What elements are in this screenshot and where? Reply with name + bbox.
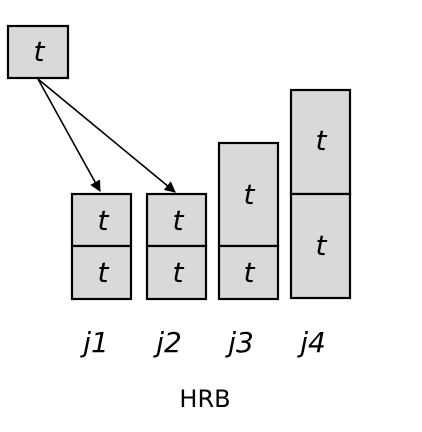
j4-task-bottom (289, 192, 352, 300)
column-j4: t t (289, 88, 352, 300)
arrow-to-j1 (37, 78, 101, 192)
j4-task-top (289, 88, 352, 196)
j1-task-bottom (70, 244, 133, 301)
j4-task-top-label: t (316, 124, 328, 157)
incoming-task-label: t (34, 35, 46, 68)
j2-task-top (145, 192, 208, 248)
column-label-j3: j3 (224, 326, 254, 359)
j1-task-bottom-label: t (98, 256, 110, 289)
column-j1: t t (70, 192, 133, 301)
j3-task-bottom (217, 244, 280, 301)
j1-task-top-label: t (98, 204, 110, 237)
column-j3: t t (217, 141, 280, 301)
j2-task-top-label: t (173, 204, 185, 237)
diagram-caption: HRB (179, 385, 230, 413)
j3-task-bottom-label: t (244, 256, 256, 289)
column-label-j2: j2 (152, 326, 182, 359)
j2-task-bottom (145, 244, 208, 301)
arrow-to-j2 (37, 78, 176, 193)
j3-task-top-label: t (244, 178, 256, 211)
column-label-j4: j4 (296, 326, 326, 359)
j3-task-top (217, 141, 280, 248)
incoming-task: t (6, 24, 70, 80)
column-label-j1: j1 (79, 326, 109, 359)
j2-task-bottom-label: t (173, 256, 185, 289)
column-j2: t t (145, 192, 208, 301)
j4-task-bottom-label: t (316, 229, 328, 262)
incoming-task-box (6, 24, 70, 80)
